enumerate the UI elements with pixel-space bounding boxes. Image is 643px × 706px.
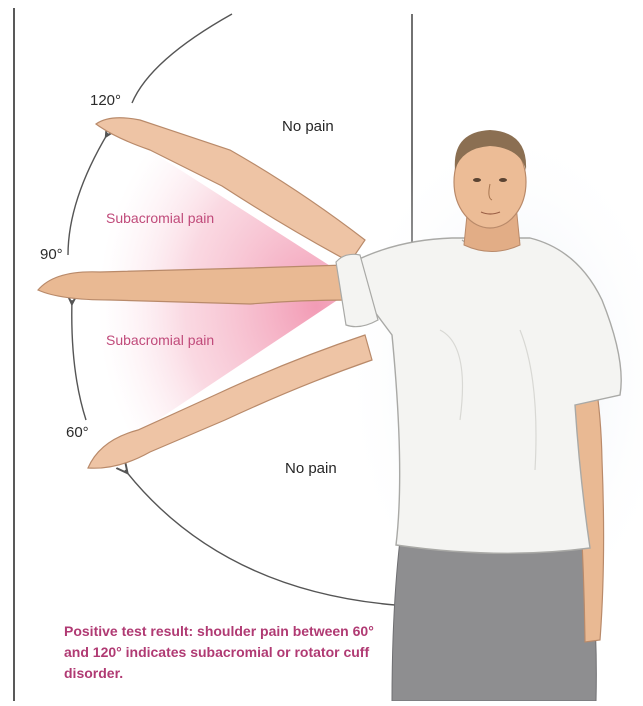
arm-60: [87, 334, 373, 469]
angle-label-120: 120°: [90, 92, 122, 109]
upper-pain-label: Subacromial pain: [106, 210, 215, 226]
arc-segment-90-60: [72, 300, 87, 421]
arc-segment-120-90: [67, 133, 108, 256]
pants: [391, 539, 597, 702]
lower-pain-label: Subacromial pain: [106, 332, 215, 348]
arm-120: [94, 117, 366, 263]
hair: [454, 130, 527, 170]
lower-no-pain-label: No pain: [285, 460, 337, 477]
arc-segment-60-down: [125, 470, 396, 606]
upper-no-pain-label: No pain: [282, 118, 334, 135]
angle-label-90: 90°: [40, 246, 63, 263]
range-arc: [131, 13, 233, 104]
arm-90: [37, 253, 379, 328]
shirt: [340, 237, 622, 555]
angle-label-60: 60°: [66, 424, 89, 441]
caption-text: Positive test result: shoulder pain betw…: [64, 623, 374, 681]
